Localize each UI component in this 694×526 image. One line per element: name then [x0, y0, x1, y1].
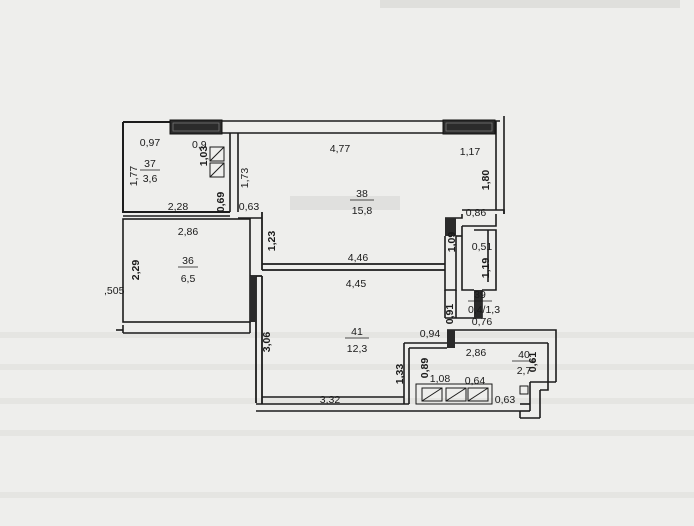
- dimension-labels: 0,97 0,9 1,03 4,77 1,17 1,77 1,73 1,80 0…: [104, 137, 539, 406]
- dim-505: ,505: [104, 285, 125, 297]
- room-41-number: 41: [351, 326, 363, 338]
- room-38-number: 38: [356, 188, 368, 200]
- wall-room-37: [122, 121, 230, 213]
- dim-2-86-a: 2,86: [178, 226, 199, 238]
- dim-0-51: 0,51: [472, 241, 493, 253]
- dim-2-28: 2,28: [168, 201, 189, 213]
- fixtures: [209, 146, 529, 405]
- fixture-washer: [519, 385, 529, 395]
- room-36: 36 6,5: [178, 255, 198, 285]
- dim-0-91: 0,91: [444, 304, 456, 325]
- dim-0-61: 0,61: [527, 352, 539, 373]
- dim-1-80: 1,80: [480, 170, 492, 191]
- dim-1-33: 1,33: [394, 364, 406, 385]
- room-37-number: 37: [144, 158, 156, 170]
- background-text: [290, 0, 680, 210]
- dim-0-97: 0,97: [140, 137, 161, 149]
- dim-0-86: 0,86: [466, 207, 487, 219]
- wall-room-36: [116, 215, 262, 334]
- room-40: 40 2,7: [512, 349, 536, 377]
- room-37-area: 3,6: [143, 173, 158, 185]
- room-37: 37 3,6: [140, 158, 160, 185]
- dim-4-45: 4,45: [346, 278, 367, 290]
- dim-1-17: 1,17: [460, 146, 481, 158]
- dim-1-23: 1,23: [266, 231, 278, 252]
- wall-partition-38-41: [250, 212, 445, 404]
- dim-1-03: 1,03: [198, 146, 210, 167]
- fixture-toilet: [467, 387, 489, 402]
- room-41-area: 12,3: [347, 343, 368, 355]
- wall-right-step: [444, 209, 505, 319]
- room-38-area: 15,8: [352, 205, 373, 217]
- room-36-number: 36: [182, 255, 194, 267]
- dim-4-46: 4,46: [348, 252, 369, 264]
- room-labels: 37 3,6 38 15,8 36 6,5 39 0,4/1,3 41 12,3…: [140, 158, 536, 377]
- walls: [116, 116, 557, 419]
- door-room-40: [447, 330, 455, 348]
- room-39-number: 39: [474, 289, 486, 301]
- dim-0-76: 0,76: [472, 316, 493, 328]
- room-36-area: 6,5: [181, 273, 196, 285]
- dim-2-29: 2,29: [130, 260, 142, 281]
- fixture-vent: [209, 146, 225, 162]
- room-39: 39 0,4/1,3: [468, 289, 500, 316]
- room-39-area: 0,4/1,3: [468, 304, 500, 316]
- dim-1-09: 1,09: [446, 232, 458, 253]
- door-room-36: [250, 276, 256, 322]
- door-room-39: [474, 290, 482, 318]
- door-room-38: [445, 218, 456, 236]
- fixture-sink: [421, 387, 443, 402]
- window-room-37: [169, 119, 223, 135]
- room-41: 41 12,3: [345, 326, 369, 355]
- dim-1-08: 1,08: [430, 373, 451, 385]
- dim-0-69: 0,69: [215, 192, 227, 213]
- dim-1-19: 1,19: [480, 258, 492, 279]
- dim-3-32: 3,32: [320, 394, 341, 406]
- dim-4-77: 4,77: [330, 143, 351, 155]
- room-38: 38 15,8: [350, 188, 374, 217]
- doors: [250, 218, 482, 348]
- wall-room-40: [403, 329, 557, 419]
- windows: [169, 119, 496, 135]
- dim-3-06: 3,06: [261, 332, 273, 353]
- room-40-number: 40: [518, 349, 530, 361]
- dim-1-77: 1,77: [128, 166, 140, 187]
- dim-0-89: 0,89: [419, 358, 431, 379]
- dim-1-73: 1,73: [239, 168, 251, 189]
- dim-0-94: 0,94: [420, 328, 441, 340]
- fixture-vent-2: [209, 162, 225, 178]
- window-room-38: [442, 119, 496, 135]
- dim-0-64: 0,64: [465, 375, 486, 387]
- fixture-bath: [445, 387, 467, 402]
- dim-0-63-b: 0,63: [495, 394, 516, 406]
- dim-0-9: 0,9: [192, 139, 207, 151]
- dim-0-63: 0,63: [239, 201, 260, 213]
- room-40-area: 2,7: [517, 365, 532, 377]
- wall-bottom: [256, 396, 520, 412]
- dim-2-86-b: 2,86: [466, 347, 487, 359]
